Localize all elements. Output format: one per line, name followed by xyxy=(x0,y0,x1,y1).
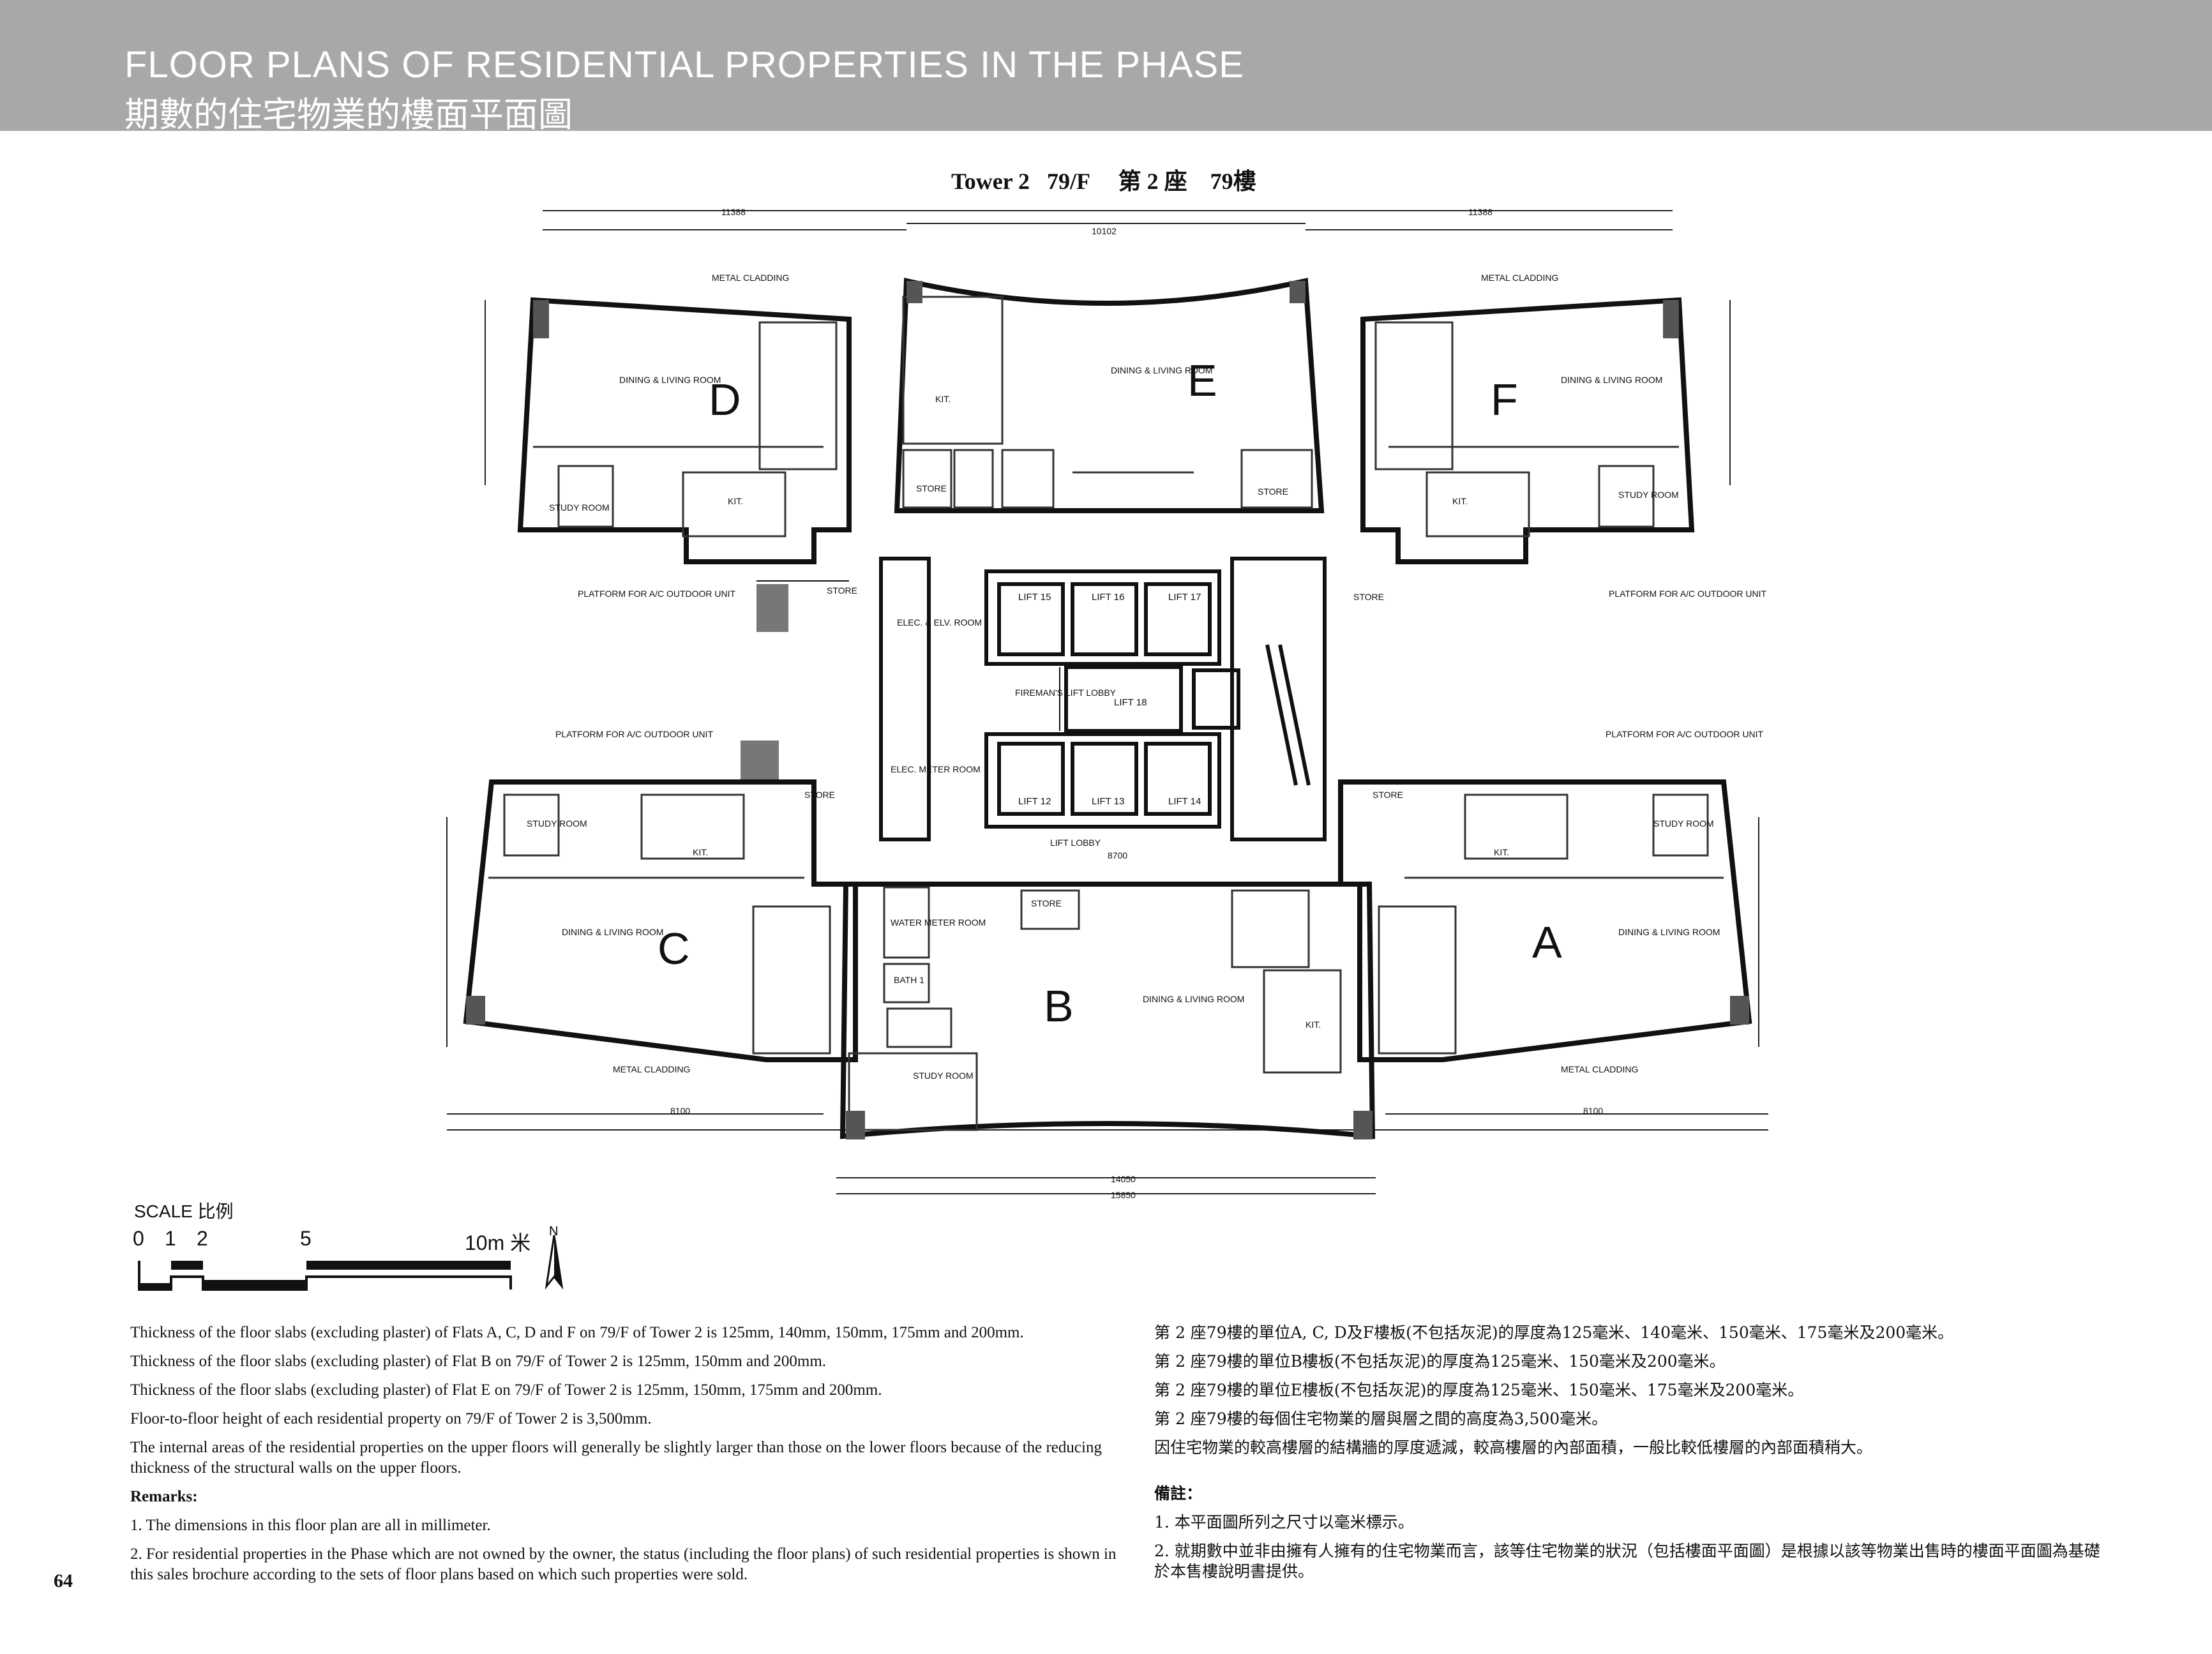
room-label: STUDY ROOM xyxy=(913,1071,974,1081)
room-label: STUDY ROOM xyxy=(527,818,587,829)
note-line: 因住宅物業的較高樓層的結構牆的厚度遞減，較高樓層的內部面積，一般比較低樓層的內部… xyxy=(1154,1438,1873,1457)
room-label: PLATFORM FOR A/C OUTDOOR UNIT xyxy=(555,729,714,739)
room-label: DINING & LIVING ROOM xyxy=(1111,365,1212,375)
room-label: KIT. xyxy=(1305,1019,1321,1030)
dimension-label: 15850 xyxy=(1111,1190,1136,1200)
room-label: KIT. xyxy=(1452,496,1468,506)
dimension-label: 8100 xyxy=(1583,1106,1603,1116)
room-label: STUDY ROOM xyxy=(549,502,610,513)
room-label: STORE xyxy=(804,790,835,800)
remarks-title: 備註： xyxy=(1154,1484,1203,1503)
note-line: The internal areas of the residential pr… xyxy=(130,1439,1102,1477)
room-label: METAL CLADDING xyxy=(1561,1064,1638,1074)
room-label: FIREMAN'S LIFT LOBBY xyxy=(1015,688,1117,698)
flat-label-c: C xyxy=(658,924,690,974)
room-label: STUDY ROOM xyxy=(1653,818,1714,829)
room-label: ELEC. METER ROOM xyxy=(891,764,981,774)
room-label: DINING & LIVING ROOM xyxy=(1561,375,1662,385)
scale-tick: 5 xyxy=(300,1227,312,1250)
page-number: 64 xyxy=(54,1570,73,1591)
flat-label-b: B xyxy=(1044,981,1074,1031)
dimension-label: 11388 xyxy=(1468,207,1493,217)
room-label: STORE xyxy=(827,585,857,596)
lift-label: LIFT 15 xyxy=(1018,592,1051,603)
scale-tick: 2 xyxy=(197,1227,208,1250)
room-label: KIT. xyxy=(693,847,708,857)
note-line: 第 2 座79樓的單位B樓板(不包括灰泥)的厚度為125毫米、150毫米及200… xyxy=(1154,1352,1726,1371)
note-line: 第 2 座79樓的每個住宅物業的層與層之間的高度為3,500毫米。 xyxy=(1154,1410,1608,1428)
notes-chinese: 第 2 座79樓的單位A, C, D及F樓板(不包括灰泥)的厚度為125毫米、1… xyxy=(1154,1323,2112,1590)
lift-core xyxy=(984,569,1240,829)
scale-label: SCALE 比例 xyxy=(134,1201,234,1221)
remarks-title: Remarks: xyxy=(130,1488,198,1505)
page-header: FLOOR PLANS OF RESIDENTIAL PROPERTIES IN… xyxy=(0,0,2212,135)
room-label: PLATFORM FOR A/C OUTDOOR UNIT xyxy=(1606,729,1764,739)
room-label: METAL CLADDING xyxy=(613,1064,690,1074)
room-label: DINING & LIVING ROOM xyxy=(562,927,663,937)
room-label: PLATFORM FOR A/C OUTDOOR UNIT xyxy=(1609,589,1767,599)
scale-tick: 1 xyxy=(165,1227,176,1250)
lift-label: LIFT 17 xyxy=(1168,592,1201,603)
scale-bar xyxy=(138,1261,512,1291)
flat-label-e: E xyxy=(1187,356,1217,405)
dimension-label: 8100 xyxy=(670,1106,690,1116)
room-label: METAL CLADDING xyxy=(1481,273,1558,283)
room-label: DINING & LIVING ROOM xyxy=(619,375,721,385)
remark-line: 2. 就期數中並非由擁有人擁有的住宅物業而言，該等住宅物業的狀況（包括樓面平面圖… xyxy=(1154,1542,2100,1581)
header-title-zh: 期數的住宅物業的樓面平面圖 xyxy=(124,94,573,135)
remark-line: 1. 本平面圖所列之尺寸以毫米標示。 xyxy=(1154,1513,1414,1531)
lift-label: LIFT 13 xyxy=(1092,796,1124,807)
scale-tick: 10m 米 xyxy=(465,1231,531,1254)
note-line: Floor-to-floor height of each residentia… xyxy=(130,1410,652,1427)
room-label: STORE xyxy=(1373,790,1403,800)
room-label: KIT. xyxy=(728,496,743,506)
room-label: STORE xyxy=(1353,592,1384,602)
room-label: STORE xyxy=(916,483,947,493)
dimension-label: 10102 xyxy=(1092,226,1117,236)
room-label: PLATFORM FOR A/C OUTDOOR UNIT xyxy=(578,589,736,599)
room-label: KIT. xyxy=(935,394,951,404)
lift-label: LIFT 18 xyxy=(1114,697,1147,708)
room-label: WATER METER ROOM xyxy=(891,917,986,928)
remark-line: 1. The dimensions in this floor plan are… xyxy=(130,1517,491,1534)
room-label: STUDY ROOM xyxy=(1618,490,1679,500)
scale-tick: 0 xyxy=(133,1227,144,1250)
room-label: STORE xyxy=(1031,898,1062,908)
dimension-label: 8700 xyxy=(1108,850,1127,861)
notes-english: Thickness of the floor slabs (excluding … xyxy=(130,1323,1126,1593)
room-label: KIT. xyxy=(1494,847,1509,857)
room-label: LIFT LOBBY xyxy=(1050,838,1101,848)
flat-f-outline xyxy=(1360,297,1695,564)
hatched-wall xyxy=(756,584,788,632)
north-label: N xyxy=(549,1224,558,1238)
flat-label-d: D xyxy=(709,375,741,425)
dimension-label: 11388 xyxy=(721,207,746,217)
note-line: 第 2 座79樓的單位E樓板(不包括灰泥)的厚度為125毫米、150毫米、175… xyxy=(1154,1381,1804,1399)
note-line: Thickness of the floor slabs (excluding … xyxy=(130,1353,827,1370)
header-title-en: FLOOR PLANS OF RESIDENTIAL PROPERTIES IN… xyxy=(124,44,1244,86)
note-line: Thickness of the floor slabs (excluding … xyxy=(130,1381,882,1399)
dimension-label: 14050 xyxy=(1111,1174,1136,1184)
note-line: 第 2 座79樓的單位A, C, D及F樓板(不包括灰泥)的厚度為125毫米、1… xyxy=(1154,1323,1954,1342)
room-label: METAL CLADDING xyxy=(712,273,789,283)
note-line: Thickness of the floor slabs (excluding … xyxy=(130,1324,1024,1341)
flat-label-a: A xyxy=(1532,917,1562,967)
lift-label: LIFT 12 xyxy=(1018,796,1051,807)
room-label: ELEC. & ELV. ROOM xyxy=(897,617,982,628)
room-label: DINING & LIVING ROOM xyxy=(1618,927,1720,937)
plan-title: Tower 2 79/F 第 2 座 79樓 xyxy=(951,169,1256,194)
room-label: BATH 1 xyxy=(894,975,924,985)
flat-d-outline xyxy=(517,297,852,564)
remark-line: 2. For residential properties in the Pha… xyxy=(130,1545,1117,1583)
north-arrow-icon: N xyxy=(545,1224,564,1290)
flat-e-outline xyxy=(894,278,1325,513)
flat-label-f: F xyxy=(1491,375,1518,425)
lift-label: LIFT 14 xyxy=(1168,796,1201,807)
lift-label: LIFT 16 xyxy=(1092,592,1124,603)
flat-c-outline xyxy=(463,779,858,1062)
room-label: STORE xyxy=(1258,486,1288,497)
room-label: DINING & LIVING ROOM xyxy=(1143,994,1244,1004)
